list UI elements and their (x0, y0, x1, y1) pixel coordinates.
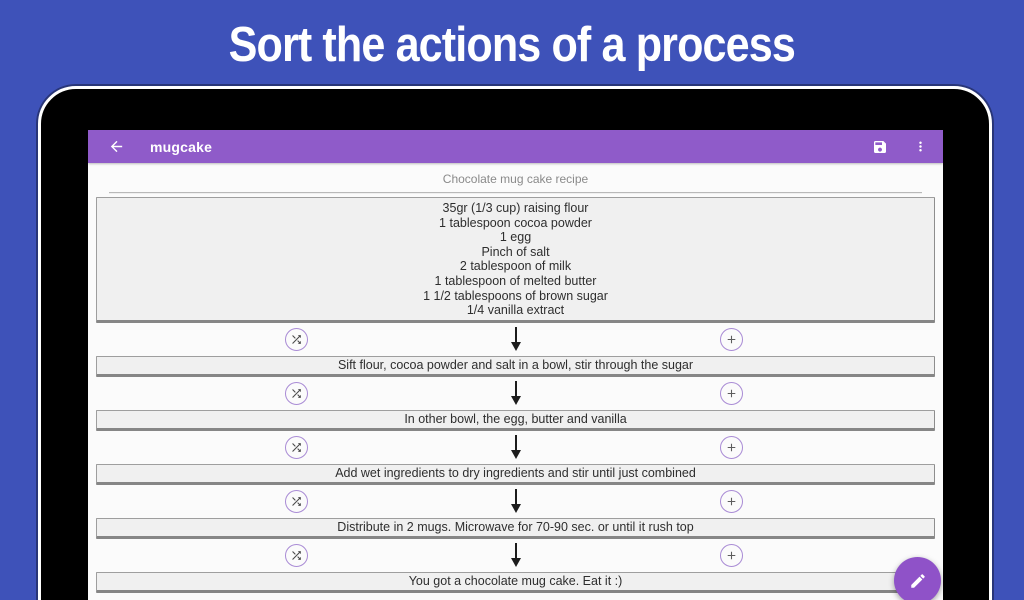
banner: Sort the actions of a process (0, 6, 1024, 84)
connector-row (95, 542, 936, 569)
plus-icon (727, 389, 735, 398)
add-step-button[interactable] (719, 327, 743, 351)
process-editor: Chocolate mug cake recipe 35gr (1/3 cup)… (88, 172, 943, 593)
step-box[interactable]: Distribute in 2 mugs. Microwave for 70-9… (96, 517, 935, 539)
save-button[interactable] (871, 138, 889, 156)
step-box[interactable]: You got a chocolate mug cake. Eat it :) (96, 571, 935, 593)
connector-row (95, 326, 936, 353)
ingredient-line: 1 tablespoon of melted butter (434, 273, 597, 288)
overflow-menu-button[interactable] (911, 138, 929, 156)
header-divider (109, 192, 922, 194)
step-box[interactable]: Sift flour, cocoa powder and salt in a b… (96, 355, 935, 377)
connector-row (95, 488, 936, 515)
down-arrow-icon (509, 542, 523, 573)
ingredient-line: 1/4 vanilla extract (466, 303, 565, 318)
tablet-frame: mugcake Chocolate mug cake recipe 35gr (… (38, 86, 992, 600)
shuffle-icon (291, 334, 301, 344)
edit-fab-button[interactable] (894, 557, 941, 600)
shuffle-icon (291, 388, 301, 398)
swap-steps-button[interactable] (284, 327, 308, 351)
back-arrow-icon[interactable] (108, 138, 126, 156)
add-step-button[interactable] (719, 489, 743, 513)
connector-row (95, 380, 936, 407)
plus-icon (727, 497, 735, 506)
step-box[interactable]: Add wet ingredients to dry ingredients a… (96, 463, 935, 485)
connector-row (95, 434, 936, 461)
down-arrow-icon (509, 488, 523, 519)
add-step-button[interactable] (719, 381, 743, 405)
plus-icon (727, 551, 735, 560)
add-step-button[interactable] (719, 435, 743, 459)
plus-icon (727, 443, 735, 452)
pencil-icon (910, 573, 925, 588)
swap-steps-button[interactable] (284, 489, 308, 513)
ingredient-line: 2 tablespoon of milk (459, 259, 572, 274)
shuffle-icon (291, 496, 301, 506)
plus-icon (727, 335, 735, 344)
ingredient-line: 1 egg (499, 230, 532, 245)
swap-steps-button[interactable] (284, 381, 308, 405)
swap-steps-button[interactable] (284, 543, 308, 567)
ingredient-line: 35gr (1/3 cup) raising flour (442, 201, 589, 215)
down-arrow-icon (509, 326, 523, 357)
shuffle-icon (291, 550, 301, 560)
ingredient-line: 1 1/2 tablespoons of brown sugar (423, 288, 608, 303)
shuffle-icon (291, 442, 301, 452)
swap-steps-button[interactable] (284, 435, 308, 459)
down-arrow-icon (509, 380, 523, 411)
page-title: Sort the actions of a process (228, 18, 796, 72)
ingredient-line: Pinch of salt (481, 244, 550, 259)
toolbar-title: mugcake (150, 138, 213, 155)
app-screen: mugcake Chocolate mug cake recipe 35gr (… (88, 130, 943, 600)
step-box-ingredients[interactable]: 35gr (1/3 cup) raising flour 1 tablespoo… (96, 197, 935, 323)
process-name-label: Chocolate mug cake recipe (442, 172, 589, 186)
app-toolbar: mugcake (88, 130, 943, 163)
add-step-button[interactable] (719, 543, 743, 567)
step-box[interactable]: In other bowl, the egg, butter and vanil… (96, 409, 935, 431)
ingredient-line: 1 tablespoon cocoa powder (439, 215, 592, 230)
down-arrow-icon (509, 434, 523, 465)
